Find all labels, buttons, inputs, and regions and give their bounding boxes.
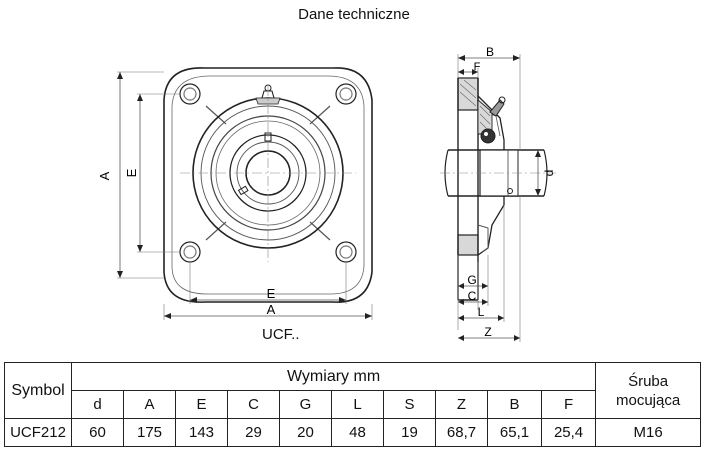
label-G: G: [467, 273, 476, 287]
col-header: Z: [435, 390, 488, 419]
value-cell: 20: [279, 418, 332, 447]
label-A-horizontal: A: [267, 302, 276, 317]
col-header: A: [123, 390, 176, 419]
value-cell: 25,4: [540, 418, 597, 447]
dimensions-header: Wymiary mm: [70, 362, 597, 391]
side-view: [440, 54, 556, 342]
value-cell: 48: [331, 418, 384, 447]
screw-cell: M16: [595, 418, 702, 447]
label-L: L: [478, 305, 485, 319]
drawing-caption: UCF..: [262, 326, 300, 343]
col-header: E: [175, 390, 228, 419]
page-title: Dane techniczne: [298, 6, 410, 23]
col-header: F: [540, 390, 597, 419]
value-cell: 65,1: [487, 418, 542, 447]
value-cell: 29: [227, 418, 280, 447]
value-cell: 68,7: [435, 418, 488, 447]
bolt-hole-br: [335, 241, 357, 263]
col-header: B: [487, 390, 542, 419]
bolt-hole-tl: [179, 83, 201, 105]
bolt-hole-bl: [179, 241, 201, 263]
label-d: d: [542, 170, 556, 177]
technical-drawing: A E E A: [97, 45, 556, 342]
label-Z: Z: [484, 325, 491, 339]
col-header: d: [71, 390, 124, 419]
value-cell: 175: [123, 418, 176, 447]
bearing-ball: [480, 128, 496, 144]
col-header: S: [383, 390, 436, 419]
label-E-horizontal: E: [267, 286, 276, 301]
front-view: [117, 67, 373, 320]
bolt-hole-tr: [335, 83, 357, 105]
label-F: F: [474, 61, 481, 73]
col-header: L: [331, 390, 384, 419]
value-cell: 60: [71, 418, 124, 447]
screw-header-line2: mocująca: [616, 391, 681, 409]
col-header: G: [279, 390, 332, 419]
flange-inner-outline: [171, 75, 365, 295]
symbol-header: Symbol: [4, 362, 72, 419]
col-header: C: [227, 390, 280, 419]
side-grease-nipple: [489, 99, 505, 117]
spec-table: Symbol Wymiary mm Śruba mocująca d A E C…: [4, 362, 702, 447]
column-header-row: d A E C G L S Z B F: [5, 390, 701, 419]
label-E-vertical: E: [124, 168, 139, 177]
label-C: C: [468, 289, 477, 303]
label-B: B: [486, 45, 494, 59]
table-row: UCF212 60 175 143 29 20 48 19 68,7 65,1 …: [4, 418, 702, 447]
symbol-cell: UCF212: [4, 418, 72, 447]
value-cell: 19: [383, 418, 436, 447]
screw-header-line1: Śruba: [628, 372, 669, 390]
flange-outline: [163, 67, 373, 303]
label-A-vertical: A: [97, 171, 112, 180]
screw-header: Śruba mocująca: [595, 362, 702, 419]
value-cell: 143: [175, 418, 228, 447]
